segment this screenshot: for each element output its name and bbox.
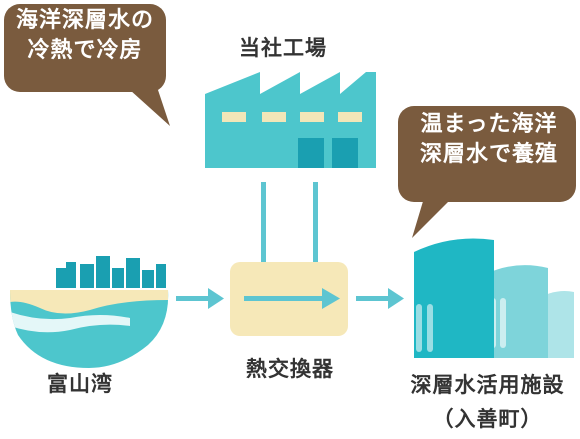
heat-exchanger-icon bbox=[230, 262, 348, 336]
exchanger-to-facility-arrow bbox=[356, 288, 404, 309]
cooling-speech-bubble bbox=[4, 4, 170, 126]
cooling-bubble-text: 海洋深層水の 冷熱で冷房 bbox=[10, 6, 160, 66]
cooling-bubble-line1: 海洋深層水の bbox=[15, 8, 154, 33]
cooling-bubble-line2: 冷熱で冷房 bbox=[27, 38, 143, 63]
factory-label: 当社工場 bbox=[239, 36, 327, 60]
aquaculture-speech-bubble bbox=[398, 106, 576, 238]
aquaculture-bubble-line1: 温まった海洋 bbox=[420, 112, 558, 137]
aquaculture-bubble-text: 温まった海洋 深層水で養殖 bbox=[406, 110, 572, 170]
factory-icon bbox=[205, 72, 376, 168]
facility-label-line2: （入善町） bbox=[432, 407, 543, 431]
facility-tanks-icon bbox=[414, 238, 574, 358]
heat-exchanger-label: 熱交換器 bbox=[246, 357, 334, 381]
facility-label-line1: 深層水活用施設 bbox=[410, 373, 565, 397]
facility-label: 深層水活用施設 （入善町） bbox=[400, 368, 575, 436]
aquaculture-bubble-line2: 深層水で養殖 bbox=[419, 142, 558, 167]
bay-to-exchanger-arrow bbox=[176, 288, 224, 309]
toyama-bay-icon bbox=[10, 256, 169, 368]
bay-label: 富山湾 bbox=[47, 372, 113, 396]
